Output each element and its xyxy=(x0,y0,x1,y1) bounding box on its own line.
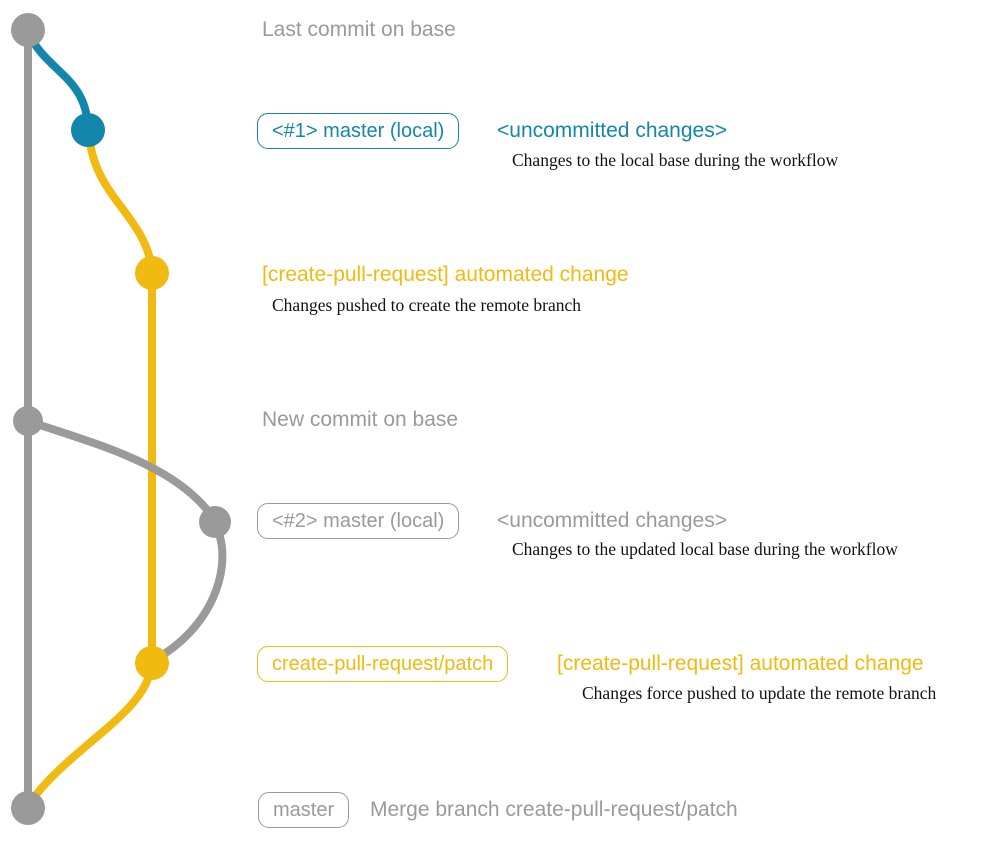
automated-change-2-description: Changes force pushed to update the remot… xyxy=(582,683,937,703)
base-to-local-master-curve-2 xyxy=(24,417,218,523)
commit-dot-last-commit-on-base xyxy=(11,13,45,47)
merge-commit-label: Merge branch create-pull-request/patch xyxy=(370,798,738,821)
master-local-1-branch-badge: <#1> master (local) xyxy=(257,113,460,149)
automated-change-2-label: [create-pull-request] automated change xyxy=(557,652,924,675)
uncommitted-changes-2-label: <uncommitted changes> xyxy=(497,509,727,532)
commit-graph xyxy=(11,13,231,825)
patch-branch-curve-1 xyxy=(85,129,156,272)
automated-change-1-label: [create-pull-request] automated change xyxy=(262,263,629,286)
commit-dot-uncommitted-changes-2 xyxy=(199,506,231,538)
patch-merge-curve xyxy=(25,662,155,808)
commit-dot-merge-commit xyxy=(11,791,45,825)
master-local-2-branch-badge: <#2> master (local) xyxy=(257,503,460,539)
last-commit-on-base-label: Last commit on base xyxy=(262,18,456,41)
local-master-branch-curve-1 xyxy=(24,28,92,132)
commit-dot-uncommitted-changes-1 xyxy=(71,113,105,147)
commit-dot-automated-change-2 xyxy=(135,646,169,680)
uncommitted-changes-1-description: Changes to the local base during the wor… xyxy=(512,150,839,170)
commit-dot-new-commit-on-base xyxy=(13,406,43,436)
local-master-to-patch-curve xyxy=(152,520,227,663)
automated-change-1-description: Changes pushed to create the remote bran… xyxy=(272,295,582,315)
create-pull-request-patch-branch-badge: create-pull-request/patch xyxy=(257,646,509,682)
master-branch-badge: master xyxy=(258,792,350,828)
uncommitted-changes-1-label: <uncommitted changes> xyxy=(497,119,727,142)
commit-dot-automated-change-1 xyxy=(135,256,169,290)
new-commit-on-base-label: New commit on base xyxy=(262,408,459,431)
uncommitted-changes-2-description: Changes to the updated local base during… xyxy=(512,539,898,559)
